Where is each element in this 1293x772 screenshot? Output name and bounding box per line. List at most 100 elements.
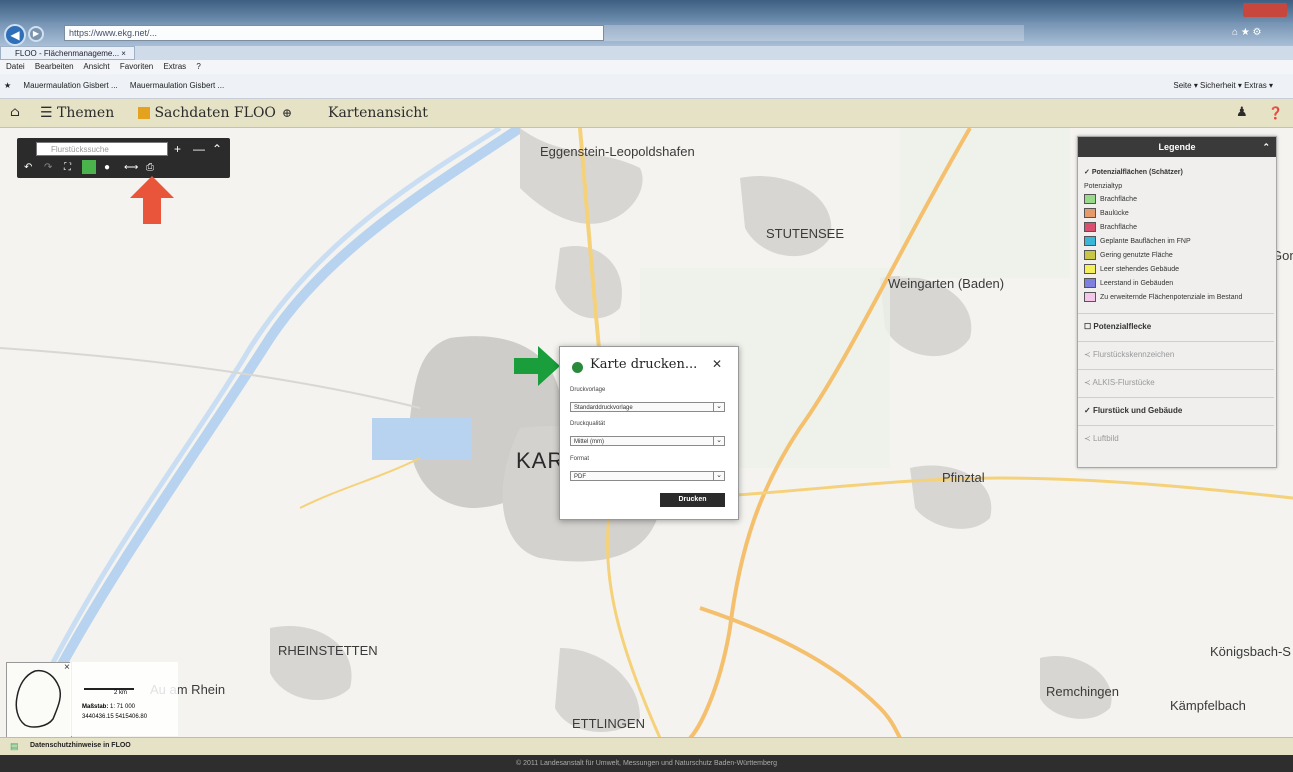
search-input[interactable]: Flurstückssuche: [36, 142, 168, 156]
scale-bar-label: 2 km: [114, 690, 128, 696]
druckqualitaet-label: Druckqualität: [570, 421, 606, 427]
themen-menu[interactable]: ☰ Themen: [40, 99, 114, 127]
red-arrow-icon: [130, 176, 174, 224]
close-icon[interactable]: ×: [64, 662, 70, 673]
legend-item: Brachfläche: [1084, 194, 1137, 205]
tab-strip: [0, 46, 1293, 60]
select-value: Standarddruckvorlage: [574, 405, 633, 411]
chevron-up-icon[interactable]: ⌃: [1262, 142, 1270, 152]
town-label: Königsbach-S: [1210, 644, 1291, 659]
forward-icon[interactable]: ▶: [28, 26, 44, 42]
globe-icon[interactable]: ⊕: [282, 106, 293, 120]
green-arrow-icon: [514, 346, 560, 386]
fullextent-icon[interactable]: ⛶: [64, 162, 71, 173]
menu-item-datei[interactable]: Datei: [6, 62, 25, 71]
select-value: PDF: [574, 474, 586, 480]
legend-section[interactable]: ≺ ALKIS-Flurstücke: [1078, 369, 1274, 395]
favorite-link-1[interactable]: Mauermaulation Gisbert ...: [23, 81, 118, 90]
status-bar: ▤ Datenschutzhinweise in FLOO: [0, 737, 1293, 756]
town-label: Remchingen: [1046, 684, 1119, 699]
browser-home-icon[interactable]: ⌂ ★ ⚙: [1232, 27, 1262, 38]
menu-item-ansicht[interactable]: Ansicht: [83, 62, 110, 71]
town-label: Gon: [1272, 248, 1293, 263]
browser-command-bar[interactable]: Seite ▾ Sicherheit ▾ Extras ▾: [1173, 81, 1273, 90]
print-dialog: Karte drucken... ✕ Druckvorlage Standard…: [559, 346, 739, 520]
legend-item: Leer stehendes Gebäude: [1084, 264, 1179, 275]
town-label: KAR: [516, 448, 565, 473]
sachdaten-menu[interactable]: Sachdaten FLOO: [138, 99, 276, 127]
legend-group-label: Potenzialflächen (Schätzer): [1091, 169, 1183, 176]
undo-icon[interactable]: ↶: [24, 162, 33, 173]
legend-item: Leerstand in Gebäuden: [1084, 278, 1173, 289]
town-label: Pfinztal: [942, 470, 985, 485]
legend-section[interactable]: ☐ Potenzialflecke: [1078, 313, 1274, 339]
overview-map[interactable]: [6, 662, 72, 738]
druckvorlage-select[interactable]: Standarddruckvorlage ⌄: [570, 402, 725, 412]
legend-section[interactable]: ≺ Luftbild: [1078, 425, 1274, 451]
town-label: ETTLINGEN: [572, 716, 645, 731]
redo-icon[interactable]: ↷: [44, 162, 53, 173]
scale-bar: [84, 688, 134, 690]
legend-title: Legende: [1158, 142, 1196, 152]
table-icon: [138, 107, 150, 119]
legend-section[interactable]: ✓ Flurstück und Gebäude: [1078, 397, 1274, 423]
themen-label: Themen: [57, 105, 115, 121]
kartenansicht-label[interactable]: Kartenansicht: [328, 105, 428, 121]
print-button[interactable]: Drucken: [660, 493, 725, 507]
measure-icon[interactable]: ⟷: [124, 162, 139, 173]
menu-item-bearbeiten[interactable]: Bearbeiten: [34, 62, 74, 71]
favorites-bar: ★ Mauermaulation Gisbert ... Mauermaulat…: [0, 74, 1293, 99]
menu-item-extras[interactable]: Extras: [163, 62, 187, 71]
help-icon[interactable]: ❓: [1268, 106, 1283, 120]
menu-bar: Datei Bearbeiten Ansicht Favoriten Extra…: [0, 60, 1293, 74]
sachdaten-label: Sachdaten FLOO: [154, 105, 276, 121]
menu-item-favoriten[interactable]: Favoriten: [119, 62, 154, 71]
favorite-link-2[interactable]: Mauermaulation Gisbert ...: [129, 81, 225, 90]
home-icon[interactable]: ⌂: [10, 105, 20, 120]
legend-item: Brachfläche: [1084, 222, 1137, 233]
druckqualitaet-select[interactable]: Mittel (mm) ⌄: [570, 436, 725, 446]
druckvorlage-label: Druckvorlage: [570, 387, 606, 393]
coordinate-readout: 3440436.15 5415406.80: [82, 714, 148, 720]
browser-tab[interactable]: FLOO - Flächenmanageme... ×: [0, 46, 135, 60]
zoom-out-icon[interactable]: —: [193, 142, 205, 156]
favorites-star-icon[interactable]: ★: [4, 81, 12, 90]
legend-panel: Legende ⌃ ✓ Potenzialflächen (Schätzer) …: [1077, 136, 1277, 468]
massstab-label: Maßstab:: [82, 704, 109, 710]
state-outline-icon: [15, 669, 62, 728]
legend-item: Baulücke: [1084, 208, 1129, 219]
print-icon[interactable]: ⎙: [146, 162, 154, 173]
legend-section[interactable]: ≺ Flurstückskennzeichen: [1078, 341, 1274, 367]
format-select[interactable]: PDF ⌄: [570, 471, 725, 481]
zoom-in-icon[interactable]: +: [174, 142, 182, 156]
chevron-down-icon: ⌄: [713, 472, 724, 480]
window-close-button[interactable]: [1243, 3, 1287, 17]
browser-tab-area: [604, 25, 1024, 41]
printer-icon: [572, 362, 583, 373]
copyright-text: © 2011 Landesanstalt für Umwelt, Messung…: [515, 760, 778, 767]
menu-item-help[interactable]: ?: [196, 62, 201, 71]
pan-tool-icon[interactable]: [82, 160, 96, 174]
town-label: RHEINSTETTEN: [278, 643, 378, 658]
town-label: Weingarten (Baden): [888, 276, 1005, 291]
dialog-title: Karte drucken...: [590, 357, 698, 372]
legend-group-potenzialflaechen[interactable]: ✓ Potenzialflächen (Schätzer): [1084, 169, 1183, 176]
legend-item: Geplante Bauflächen im FNP: [1084, 236, 1191, 247]
datenschutz-link[interactable]: Datenschutzhinweise in FLOO: [30, 742, 131, 749]
town-label: Eggenstein-Leopoldshafen: [540, 144, 695, 159]
legend-item: Gering genutzte Fläche: [1084, 250, 1173, 261]
url-field[interactable]: https://www.ekg.net/...: [64, 25, 604, 41]
back-icon[interactable]: ◀: [4, 24, 26, 46]
format-label: Format: [570, 456, 590, 462]
footer: © 2011 Landesanstalt für Umwelt, Messung…: [0, 755, 1293, 772]
massstab-value[interactable]: 1: 71 000: [110, 704, 136, 710]
town-label: Kämpfelbach: [1170, 698, 1246, 713]
collapse-icon[interactable]: ⌃: [212, 142, 223, 156]
info-icon[interactable]: ●: [104, 162, 111, 173]
select-value: Mittel (mm): [574, 439, 604, 445]
user-icon[interactable]: ♟: [1236, 105, 1248, 120]
close-icon[interactable]: ✕: [712, 357, 723, 371]
town-label: STUTENSEE: [766, 226, 845, 241]
legend-item: Zu erweiternde Flächenpotenziale im Best…: [1084, 292, 1242, 303]
legend-header[interactable]: Legende ⌃: [1078, 137, 1276, 157]
